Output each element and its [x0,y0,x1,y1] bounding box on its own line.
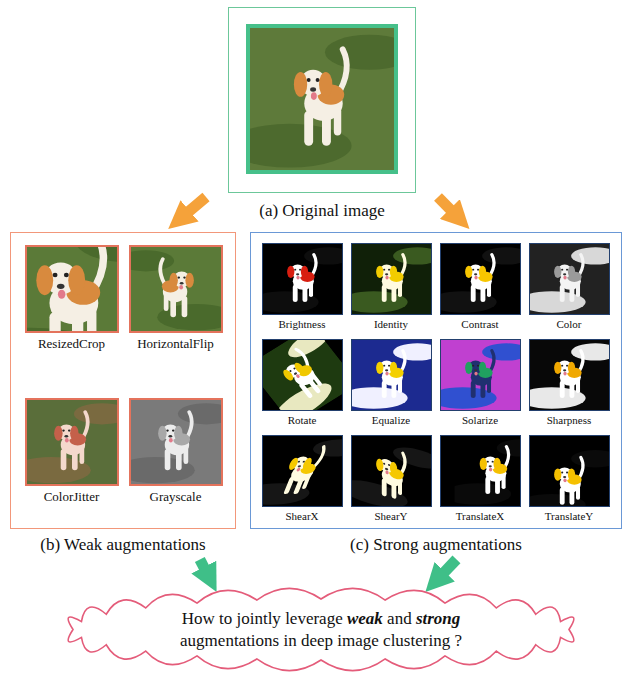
dog-photo [236,435,368,507]
tile-label: Grayscale [127,489,225,505]
tile-label: Equalize [349,414,434,428]
flow-arrow [200,559,204,568]
question-word: clustering [379,631,450,650]
augmentation-tile: Sharpness [527,339,612,429]
tile-label: ColorJitter [23,489,121,505]
tile-label: TranslateX [438,510,523,524]
augmentation-tile: Solarize [438,339,523,429]
augmentation-panel: (b) Weak augmentationsResizedCropHorizon… [10,232,236,529]
dog-photo [518,243,620,315]
image-frame [129,398,223,486]
question-word: in [279,631,296,650]
image-frame [529,339,610,411]
panel-caption: (c) Strong augmentations [350,535,522,555]
augmentation-tile: ColorJitter [23,398,121,506]
cloud-outline [60,586,582,673]
augmentation-tile: Grayscale [127,398,225,506]
image-frame [262,435,343,507]
dog-photo [429,339,531,411]
dog-photo [227,26,413,172]
tile-label: ResizedCrop [23,336,121,352]
image-frame [351,243,432,315]
image-frame [529,435,610,507]
tile-label: Color [527,318,612,332]
dog-photo [340,243,442,315]
dog-photo [429,243,531,315]
image-frame [25,245,119,333]
image-frame [25,398,119,486]
dog-photo [116,398,234,486]
tile-label: Solarize [438,414,523,428]
image-frame [440,339,521,411]
dog-photo [340,339,442,411]
panel-caption: (b) Weak augmentations [40,535,205,555]
original-image-box: (a) Original image [228,7,416,193]
question-word: strong [412,609,461,628]
question-word: and [383,609,412,628]
augmentation-tile: ShearY [349,435,434,525]
tile-label: Sharpness [527,414,612,428]
augmentation-tile: Equalize [349,339,434,429]
image-frame [440,435,521,507]
augmentation-tile: Color [527,243,612,333]
question-word: ? [450,631,462,650]
image-frame [351,435,432,507]
panel-caption: (a) Original image [259,201,385,221]
question-cloud: How to jointly leverage weak and strong … [60,586,582,673]
question-word: image [333,631,379,650]
tile-label: Brightness [260,318,345,332]
question-word: augmentations [180,631,279,650]
augmentation-tile: Rotate [260,339,345,429]
cloud-shape [68,588,574,670]
augmentation-tile: TranslateY [527,435,612,525]
question-word: to [215,609,232,628]
question-word: leverage [281,609,343,628]
image-frame [351,339,432,411]
tile-label: Rotate [260,414,345,428]
photo-border [248,26,396,172]
augmentation-tile: ResizedCrop [23,245,121,353]
dog-photo [340,427,442,523]
image-frame [262,243,343,315]
tile-label: HorizontalFlip [127,336,225,352]
dog-photo [251,243,353,315]
tile-label: Identity [349,318,434,332]
flow-arrow [438,197,451,210]
augmentation-tile: Brightness [260,243,345,333]
flow-arrow [189,197,206,212]
augmentation-tile: TranslateX [438,435,523,525]
dog-photo [518,339,620,411]
tile-label: ShearX [260,510,345,524]
dog-photo [12,398,130,486]
image-frame [529,243,610,315]
question-word: deep [297,631,333,650]
augmentation-tile: ShearX [260,435,345,525]
image-frame [440,243,521,315]
dog-photo [118,245,236,333]
augmentation-panel: (c) Strong augmentationsBrightnessIdenti… [250,232,622,529]
image-frame [129,245,223,333]
question-word: How [182,609,215,628]
question-text: How to jointly leverage weak and strong … [156,608,486,651]
dog-photo [518,435,620,518]
dog-photo [237,320,367,431]
image-frame [262,339,343,411]
question-word: weak [343,609,383,628]
augmentation-tile: HorizontalFlip [127,245,225,353]
tile-label: TranslateY [527,510,612,524]
augmentation-tile: Contrast [438,243,523,333]
flow-arrow [444,559,456,572]
question-word: jointly [232,609,281,628]
tile-label: Contrast [438,318,523,332]
tile-label: ShearY [349,510,434,524]
augmentation-tile: Identity [349,243,434,333]
